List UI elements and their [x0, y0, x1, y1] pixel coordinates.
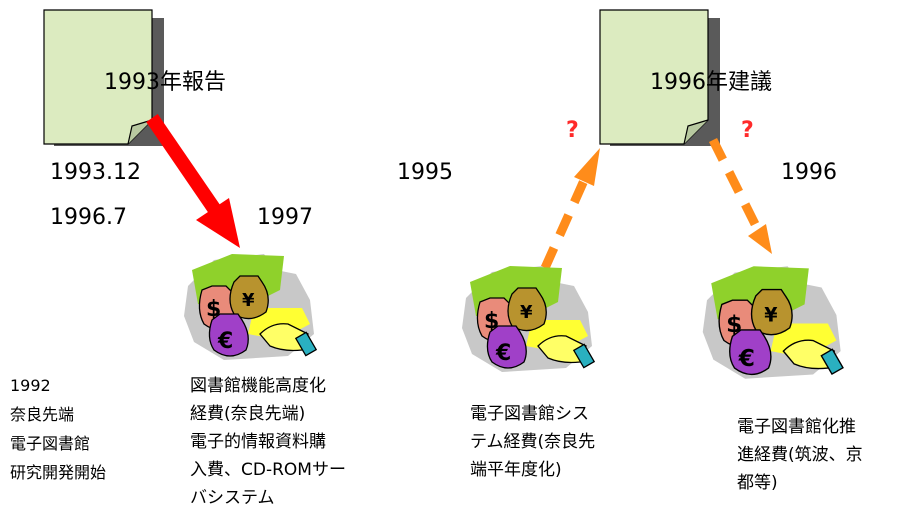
svg-text:¥: ¥ — [520, 302, 533, 323]
svg-text:¥: ¥ — [764, 303, 778, 326]
question-mark: ? — [566, 118, 579, 143]
year-1996-7: 1996.7 — [50, 205, 127, 230]
note-money-1: 図書館機能高度化 経費(奈良先端) 電子的情報資料購 入費、CD-ROMサー バ… — [190, 376, 346, 508]
svg-text:$: $ — [726, 310, 742, 338]
money-bags-hand-icon: $ ¥ € — [702, 266, 844, 379]
note-money-2: 電子図書館シス テム経費(奈良先 端平年度化) — [470, 404, 596, 480]
dashed-arrow-down — [708, 137, 772, 254]
question-mark: ? — [741, 118, 754, 143]
year-1996: 1996 — [781, 160, 837, 185]
document-icon — [599, 9, 720, 146]
doc-label-1993: 1993年報告 — [104, 70, 226, 95]
note-money-3: 電子図書館化推 進経費(筑波、京 都等) — [737, 417, 863, 493]
svg-text:€: € — [495, 341, 511, 366]
year-1993-12: 1993.12 — [50, 160, 141, 185]
note-1992: 1992 奈良先端 電子図書館 研究開発開始 — [10, 376, 107, 482]
money-bags-hand-icon: $ ¥ € — [184, 254, 318, 360]
svg-text:€: € — [738, 344, 755, 372]
money-bags-hand-icon: $ ¥ € — [462, 266, 596, 372]
svg-text:¥: ¥ — [242, 290, 255, 311]
svg-text:€: € — [217, 329, 233, 354]
doc-label-1996: 1996年建議 — [650, 70, 772, 95]
year-1997: 1997 — [257, 205, 313, 230]
document-icon — [43, 9, 164, 146]
solid-arrow — [146, 114, 240, 248]
year-1995: 1995 — [397, 160, 453, 185]
dashed-arrow-up — [540, 148, 600, 270]
